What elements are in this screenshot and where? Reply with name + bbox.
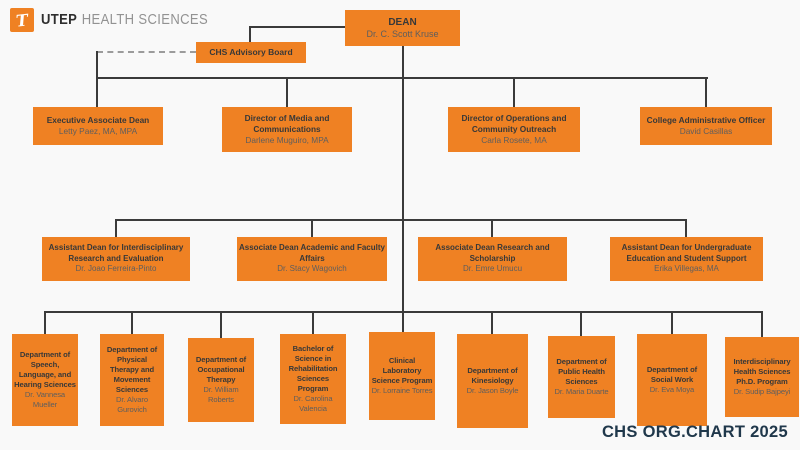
- org-box-dept-occupational-therapy: Department of Occupational Therapy Dr. W…: [188, 338, 254, 422]
- org-box-assistant-dean-undergraduate-education: Assistant Dean for Undergraduate Educati…: [610, 237, 763, 281]
- org-title: Clinical Laboratory Science Program: [371, 356, 433, 385]
- org-title: College Administrative Officer: [646, 115, 766, 126]
- org-name: Dr. Stacy Wagovich: [277, 264, 347, 274]
- org-name: Dr. Carolina Valencia: [293, 393, 333, 413]
- org-title: Department of Physical Therapy and Movem…: [106, 345, 158, 394]
- connector-row4-stub-v: [312, 311, 314, 339]
- org-name: Erika Villegas, MA: [654, 264, 719, 274]
- org-name: Dr. Maria Duarte: [554, 386, 609, 396]
- org-title: Interdisciplinary Health Sciences Ph.D. …: [733, 357, 791, 386]
- org-box-executive-associate-dean: Executive Associate Dean Letty Paez, MA,…: [33, 107, 163, 145]
- connector-row2-rail-h: [96, 77, 708, 79]
- brand-utep: UTEP: [41, 12, 78, 28]
- connector-row4-stub-v: [131, 311, 133, 339]
- connector-row4-stub-v: [44, 311, 46, 339]
- org-name: Dr. Alvaro Gurovich: [116, 394, 148, 414]
- brand-text: UTEP HEALTH SCIENCES: [41, 12, 208, 28]
- connector-row2-stub-v: [705, 77, 707, 111]
- org-box-dept-kinesiology: Department of Kinesiology Dr. Jason Boyl…: [457, 334, 528, 428]
- org-box-assistant-dean-interdisciplinary-research: Assistant Dean for Interdisciplinary Res…: [42, 237, 190, 281]
- org-box-dept-public-health-sciences: Department of Public Health Sciences Dr.…: [548, 336, 615, 418]
- connector-advisory-drop-v: [96, 51, 98, 109]
- org-box-college-administrative-officer: College Administrative Officer David Cas…: [640, 107, 772, 145]
- org-title: Department of Speech, Language, and Hear…: [14, 350, 76, 389]
- org-title: Executive Associate Dean: [46, 115, 150, 126]
- org-name: Dr. Emre Umucu: [462, 264, 523, 274]
- connector-row3-rail-h: [115, 219, 687, 221]
- chart-caption: CHS ORG.CHART 2025: [601, 423, 788, 441]
- org-name: Dr. Jason Boyle: [466, 385, 519, 395]
- connector-row2-stub-v: [513, 77, 515, 111]
- connector-dean-advisory-h: [250, 26, 346, 28]
- org-box-interdisciplinary-phd-program: Interdisciplinary Health Sciences Ph.D. …: [725, 337, 799, 417]
- org-box-dean: DEAN Dr. C. Scott Kruse: [345, 10, 460, 46]
- connector-row4-stub-v: [491, 311, 493, 339]
- org-name: Dr. Vannesa Mueller: [24, 389, 66, 409]
- org-box-director-media-communications: Director of Media and Communications Dar…: [222, 107, 352, 152]
- connector-row4-stub-v: [580, 311, 582, 339]
- org-name: Dr. Joao Ferreira-Pinto: [75, 264, 157, 274]
- connector-row3-stub-v: [685, 219, 687, 241]
- org-name: Dr. Eva Moya: [649, 384, 695, 394]
- org-box-associate-dean-research-scholarship: Associate Dean Research and Scholarship …: [418, 237, 567, 281]
- org-name: Darlene Muguiro, MPA: [245, 134, 329, 145]
- org-title: Director of Operations and Community Out…: [461, 113, 567, 135]
- brand-health-sciences: HEALTH SCIENCES: [81, 12, 209, 28]
- org-title: Department of Occupational Therapy: [195, 355, 247, 385]
- org-box-director-operations-outreach: Director of Operations and Community Out…: [448, 107, 580, 152]
- org-box-dept-physical-therapy-movement: Department of Physical Therapy and Movem…: [100, 334, 164, 426]
- org-box-clinical-laboratory-science: Clinical Laboratory Science Program Dr. …: [369, 332, 435, 420]
- org-box-bs-rehabilitation-sciences: Bachelor of Science in Rehabilitation Sc…: [280, 334, 346, 424]
- org-title: Bachelor of Science in Rehabilitation Sc…: [288, 344, 338, 393]
- brand-lockup: T UTEP HEALTH SCIENCES: [10, 8, 227, 32]
- org-title: Department of Kinesiology: [467, 366, 518, 386]
- org-name: Carla Rosete, MA: [481, 134, 547, 145]
- org-name: Dr. Lorraine Torres: [371, 385, 433, 395]
- connector-advisory-dashed-h: [97, 51, 196, 53]
- connector-row4-stub-v: [671, 311, 673, 339]
- logo-glyph: T: [15, 9, 29, 31]
- org-title: Assistant Dean for Interdisciplinary Res…: [48, 243, 184, 263]
- org-title: Associate Dean Academic and Faculty Affa…: [239, 243, 385, 263]
- connector-row4-stub-v: [761, 311, 763, 340]
- connector-dean-advisory-v: [249, 26, 251, 44]
- org-box-chs-advisory-board: CHS Advisory Board: [196, 42, 306, 63]
- connector-row3-stub-v: [311, 219, 313, 241]
- connector-row4-stub-v: [220, 311, 222, 341]
- org-name: Letty Paez, MA, MPA: [58, 126, 138, 136]
- connector-row4-rail-h: [44, 311, 763, 313]
- org-title: DEAN: [388, 16, 417, 28]
- connector-main-spine-v: [402, 46, 404, 336]
- org-name: Dr. William Roberts: [203, 384, 239, 404]
- connector-row3-stub-v: [491, 219, 493, 241]
- org-title: Assistant Dean for Undergraduate Educati…: [621, 243, 752, 263]
- utep-pickaxe-icon: T: [10, 8, 34, 32]
- org-box-dept-speech-language-hearing: Department of Speech, Language, and Hear…: [12, 334, 78, 426]
- org-title: Department of Social Work: [646, 365, 698, 385]
- connector-row2-stub-v: [286, 77, 288, 111]
- connector-row3-stub-v: [115, 219, 117, 241]
- org-title: Associate Dean Research and Scholarship: [435, 243, 550, 263]
- org-name: Dr. Sudip Bajpeyi: [733, 386, 791, 396]
- org-name: David Casillas: [679, 126, 733, 136]
- org-box-dept-social-work: Department of Social Work Dr. Eva Moya: [637, 334, 707, 426]
- org-box-associate-dean-academic-faculty: Associate Dean Academic and Faculty Affa…: [237, 237, 387, 281]
- org-name: Dr. C. Scott Kruse: [366, 28, 439, 39]
- org-title: Director of Media and Communications: [244, 113, 330, 135]
- org-title: CHS Advisory Board: [209, 46, 293, 57]
- org-title: Department of Public Health Sciences: [556, 357, 607, 386]
